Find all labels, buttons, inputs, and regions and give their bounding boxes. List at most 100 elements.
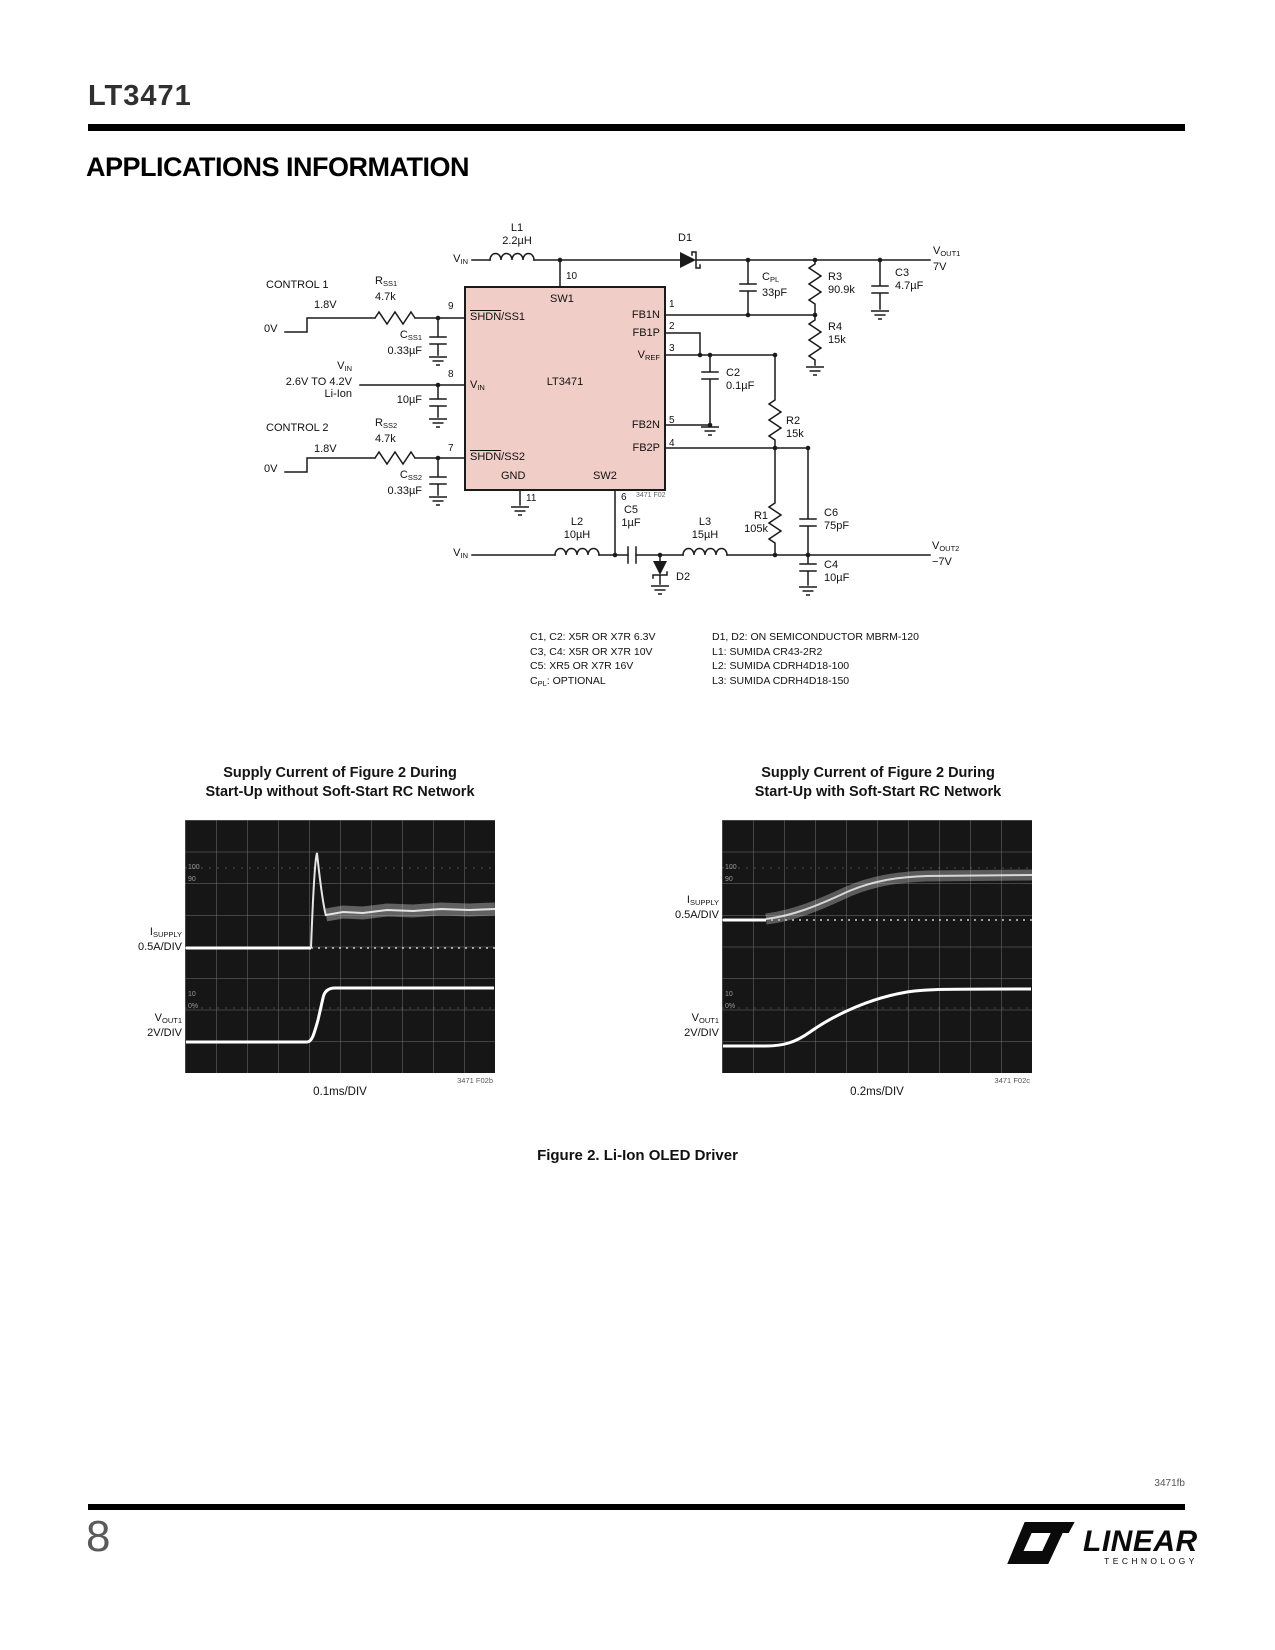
control2-high-label: 1.8V [314, 443, 337, 455]
control1-low-label: 0V [264, 323, 278, 335]
pct-10: 10 [725, 991, 733, 998]
ic-pin-sw1: SW1 [550, 293, 574, 305]
ic-body [464, 286, 666, 491]
scope1-isupply-label: ISUPPLY 0.5A/DIV [137, 926, 182, 953]
pin-9: 9 [448, 301, 454, 312]
pin-7: 7 [448, 443, 454, 454]
control2-label: CONTROL 2 [266, 422, 329, 434]
d1-label: D1 [678, 232, 693, 244]
ic-pin-fb1n: FB1N [631, 309, 660, 321]
part-number: LT3471 [88, 80, 192, 112]
control2-low-label: 0V [264, 463, 278, 475]
note-line: D1, D2: ON SEMICONDUCTOR MBRM-120 [712, 631, 919, 643]
control1-label: CONTROL 1 [266, 279, 329, 291]
ic-pin-fb1p: FB1P [632, 327, 660, 339]
scope2-timebase: 0.2ms/DIV [850, 1086, 904, 1098]
scope1-screenshot: 100 90 10 0% [185, 820, 495, 1073]
note-line: C3, C4: X5R OR X7R 10V [530, 645, 653, 658]
scope1-timebase: 0.1ms/DIV [313, 1086, 367, 1098]
pct-100: 100 [188, 864, 200, 871]
note-line: C5: XR5 OR X7R 16V [530, 660, 634, 672]
ic-pin-vref: VREF [637, 349, 660, 362]
ic-pin-shdn-ss1: SHDN/SS1 [470, 311, 526, 323]
vin-top-label: VIN [453, 253, 468, 266]
ic-pin-gnd: GND [501, 470, 526, 482]
ic-pin-fb2n: FB2N [631, 419, 660, 431]
figure-caption: Figure 2. Li-Ion OLED Driver [537, 1147, 738, 1164]
pin-10: 10 [566, 271, 578, 282]
note-line-cpl: CPL: OPTIONAL [530, 674, 606, 688]
pct-10: 10 [188, 991, 196, 998]
note-line: C1, C2: X5R OR X7R 6.3V [530, 631, 656, 643]
control1-high-label: 1.8V [314, 299, 337, 311]
ic-pin-fb2p: FB2P [632, 442, 660, 454]
scope1-fig-code: 3471 F02b [457, 1076, 493, 1085]
pin-2: 2 [669, 321, 675, 332]
d2-label: D2 [676, 571, 691, 583]
note-line: L3: SUMIDA CDRH4D18-150 [712, 674, 850, 687]
linear-logo-text: LINEAR TECHNOLOGY [1083, 1525, 1198, 1567]
header-rule [88, 124, 1185, 131]
schematic-fig-code: 3471 F02 [636, 492, 666, 499]
vin-bottom-label: VIN [453, 547, 468, 560]
note-line: L1: SUMIDA CR43-2R2 [712, 645, 823, 658]
scope2-traces [722, 867, 1032, 1048]
pin-3: 3 [669, 343, 675, 354]
ic-pin-shdn-ss2: SHDN/SS2 [470, 451, 526, 463]
footer-rule [88, 1504, 1185, 1510]
pin-8: 8 [448, 369, 454, 380]
pin-6: 6 [621, 492, 627, 503]
pct-0: 0% [188, 1003, 199, 1010]
page-number: 8 [86, 1512, 111, 1561]
note-line: L2: SUMIDA CDRH4D18-100 [712, 660, 850, 672]
scope2-vout1-label: VOUT1 2V/DIV [684, 1012, 719, 1039]
doc-code: 3471fb [1154, 1478, 1185, 1489]
scope2-screenshot: 100 90 10 0% [722, 820, 1032, 1073]
pct-90: 90 [725, 876, 733, 883]
ic-name: LT3471 [546, 376, 584, 388]
notes-column-2: D1, D2: ON SEMICONDUCTOR MBRM-120 L1: SU… [712, 630, 919, 688]
scope2-isupply-label: ISUPPLY 0.5A/DIV [674, 894, 719, 921]
scope1-traces [185, 852, 495, 1044]
vout2-label: VOUT2−7V [932, 540, 960, 568]
pin-5: 5 [669, 415, 675, 426]
pin-4: 4 [669, 438, 675, 449]
scope2-fig-code: 3471 F02c [994, 1076, 1030, 1085]
notes-column-1: C1, C2: X5R OR X7R 6.3V C3, C4: X5R OR X… [530, 630, 655, 691]
ic-pin-vin: VIN [470, 379, 485, 392]
cin-label: 10µF [396, 394, 422, 406]
pct-100: 100 [725, 864, 737, 871]
pct-90: 90 [188, 876, 196, 883]
scope1-vout1-label: VOUT1 2V/DIV [147, 1012, 182, 1039]
schematic-graphics [284, 251, 931, 596]
pin-1: 1 [669, 299, 675, 310]
logo-main-text: LINEAR [1083, 1525, 1198, 1558]
pct-0: 0% [725, 1003, 736, 1010]
ic-pin-sw2: SW2 [593, 470, 617, 482]
logo-sub-text: TECHNOLOGY [1104, 1556, 1198, 1566]
pin-11: 11 [526, 493, 537, 504]
linear-technology-logo: LINEAR TECHNOLOGY [1005, 1520, 1198, 1566]
